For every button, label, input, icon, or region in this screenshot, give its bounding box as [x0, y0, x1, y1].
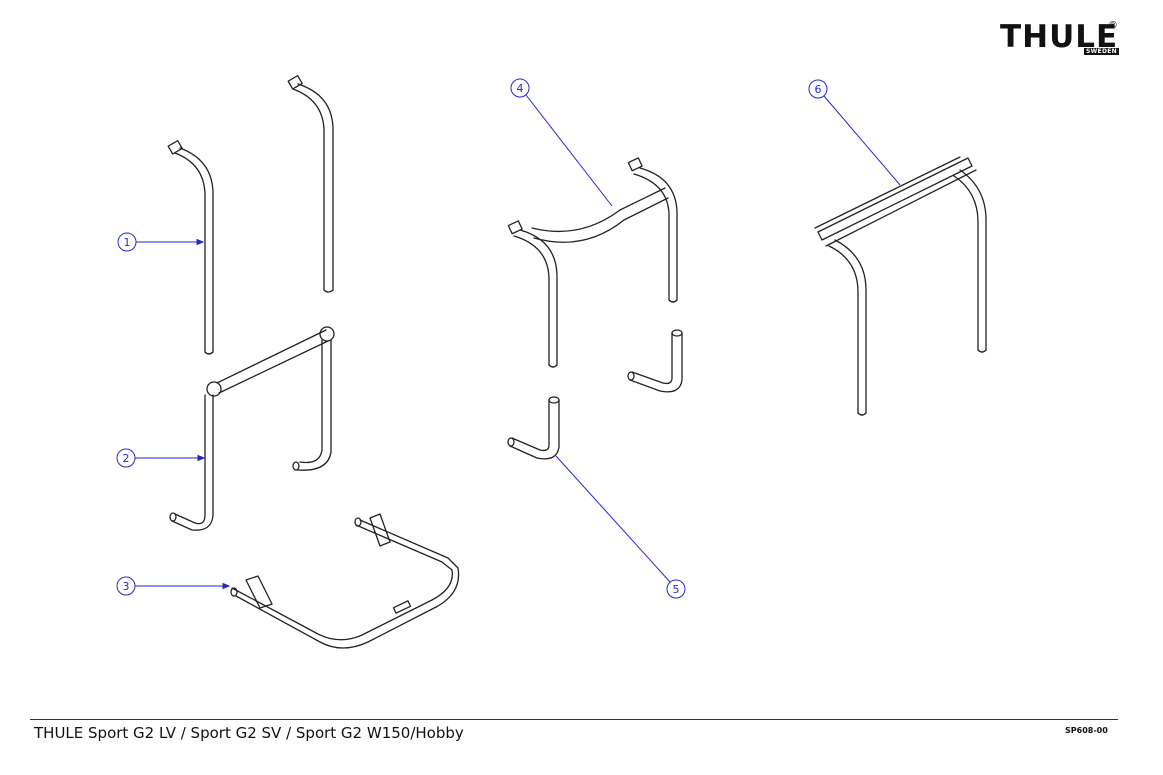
footer-title: THULE Sport G2 LV / Sport G2 SV / Sport … — [34, 724, 464, 742]
logo-subtext: SWEDEN — [1084, 48, 1119, 55]
drawing-code: SP608-00 — [1065, 726, 1108, 735]
callout-2-label: 2 — [123, 452, 130, 465]
part-5-hook-front — [507, 396, 560, 460]
part-6-frame-rail — [814, 156, 987, 416]
callout-3 — [116, 576, 231, 596]
logo-wordmark: THULE — [1000, 19, 1119, 55]
part-2-frame — [169, 326, 335, 531]
footer-divider — [30, 719, 1118, 720]
part-1-tube-short — [167, 140, 214, 355]
callout-4-label: 4 — [517, 82, 524, 95]
part-1-tube-tall — [287, 75, 334, 293]
part-3-base-frame — [230, 513, 460, 649]
callout-1 — [117, 232, 205, 252]
callout-5 — [555, 455, 686, 599]
part-5-hook-rear — [627, 329, 683, 393]
callout-6-label: 6 — [815, 83, 822, 96]
callout-6 — [808, 79, 901, 186]
callout-2 — [116, 448, 206, 468]
part-4-frame — [507, 157, 678, 368]
registered-mark: ® — [1108, 20, 1118, 31]
thule-logo: THULE SWEDEN ® — [1000, 19, 1120, 62]
callout-1-label: 1 — [124, 236, 131, 249]
callout-3-label: 3 — [123, 580, 130, 593]
callout-4 — [510, 78, 613, 207]
callout-5-label: 5 — [673, 583, 680, 596]
